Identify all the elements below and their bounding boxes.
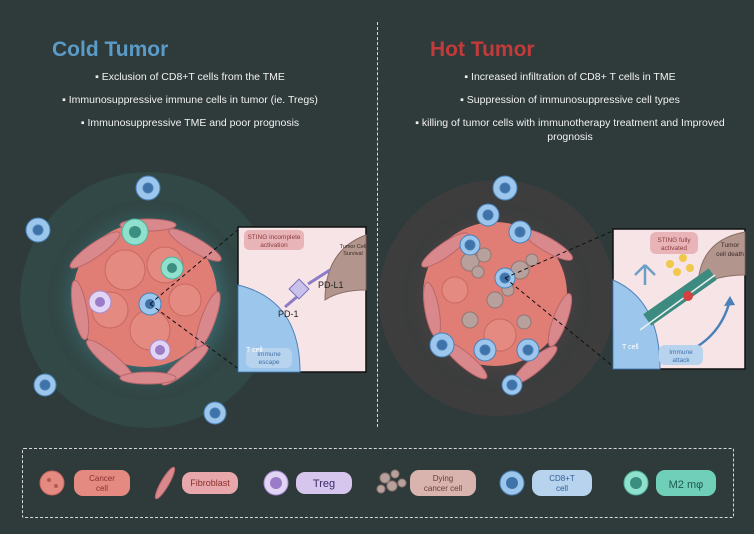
- hot-zoom-line-top: [504, 229, 616, 279]
- legend-dying-cancer-cell: [376, 469, 476, 496]
- tumor-survival-label-1: Tumor Cell: [340, 244, 367, 250]
- legend-cd8-t-cell: [499, 470, 592, 496]
- hot-cd8-cells: [429, 175, 540, 396]
- hot-bullet-3: ▪ killing of tumor cells with immunother…: [415, 117, 725, 129]
- hot-inset: [612, 228, 746, 370]
- legend-cd8-label-1: CD8+T: [549, 474, 575, 483]
- hot-zoom-line-bottom: [504, 277, 616, 369]
- legend-m2-macrophage: [623, 470, 716, 496]
- tumor-cell-death-label-2: cell death: [716, 251, 744, 258]
- cold-t-cell-label: T cell: [246, 347, 263, 354]
- legend-cd8-label-2: cell: [556, 484, 568, 493]
- hot-tumor-title: Hot Tumor: [430, 38, 535, 61]
- immune-escape-label-2: escape: [259, 359, 280, 366]
- tumor-survival-label-2: Survival: [343, 251, 363, 257]
- legend-dying-label-2: cancer cell: [424, 484, 462, 493]
- hot-sting-label-1: STING fully: [657, 237, 691, 244]
- legend-treg: [263, 470, 352, 496]
- legend-fibroblast: [154, 466, 238, 500]
- immune-escape-label-1: Immune: [257, 351, 281, 358]
- hot-t-cell-label: T cell: [622, 344, 639, 351]
- immune-attack-label-1: Immune: [669, 349, 693, 356]
- cold-zoom-line-top: [149, 227, 241, 305]
- hot-bullet-2: ▪ Suppression of immunosuppressive cell …: [460, 94, 680, 106]
- legend-cancer-cell: [39, 470, 130, 496]
- panel-divider: [377, 22, 378, 427]
- legend-m2-label: M2 mφ: [669, 479, 704, 491]
- legend-cancer-label-2: cell: [96, 484, 108, 493]
- legend-treg-label: Treg: [313, 478, 335, 490]
- cold-bullet-1: ▪ Exclusion of CD8+T cells from the TME: [95, 71, 285, 83]
- legend-box: [22, 448, 734, 518]
- hot-bullet-3-cont: prognosis: [547, 131, 593, 143]
- pd-l1-label: PD-L1: [318, 280, 344, 290]
- tumor-cell-death-label-1: Tumor: [721, 242, 740, 249]
- cold-sting-label-1: STING incomplete: [247, 234, 300, 241]
- legend-cancer-label-1: Cancer: [89, 474, 115, 483]
- cold-tumor-mass: [20, 172, 276, 428]
- cold-inset: [237, 226, 367, 373]
- cold-excluded-cd8-cells: [25, 175, 227, 425]
- cold-zoom-line-bottom: [149, 303, 241, 371]
- hot-tumor-bullets: ▪ Increased infiltration of CD8+ T cells…: [395, 70, 745, 153]
- immune-attack-label-2: attack: [672, 357, 690, 364]
- cold-tumor-bullets: ▪ Exclusion of CD8+T cells from the TME …: [20, 70, 360, 139]
- hot-sting-label-2: activated: [661, 245, 687, 252]
- cold-bullet-2: ▪ Immunosuppressive immune cells in tumo…: [62, 94, 318, 106]
- pd-1-label: PD-1: [278, 309, 299, 319]
- hot-bullet-1: ▪ Increased infiltration of CD8+ T cells…: [464, 71, 676, 83]
- cold-bullet-3: ▪ Immunosuppressive TME and poor prognos…: [80, 117, 300, 129]
- legend-fibroblast-label: Fibroblast: [190, 478, 230, 488]
- cold-tumor-title: Cold Tumor: [52, 38, 169, 61]
- hot-tumor-mass: [379, 180, 615, 416]
- legend-dying-label-1: Dying: [433, 474, 453, 483]
- cold-sting-label-2: activation: [260, 242, 288, 249]
